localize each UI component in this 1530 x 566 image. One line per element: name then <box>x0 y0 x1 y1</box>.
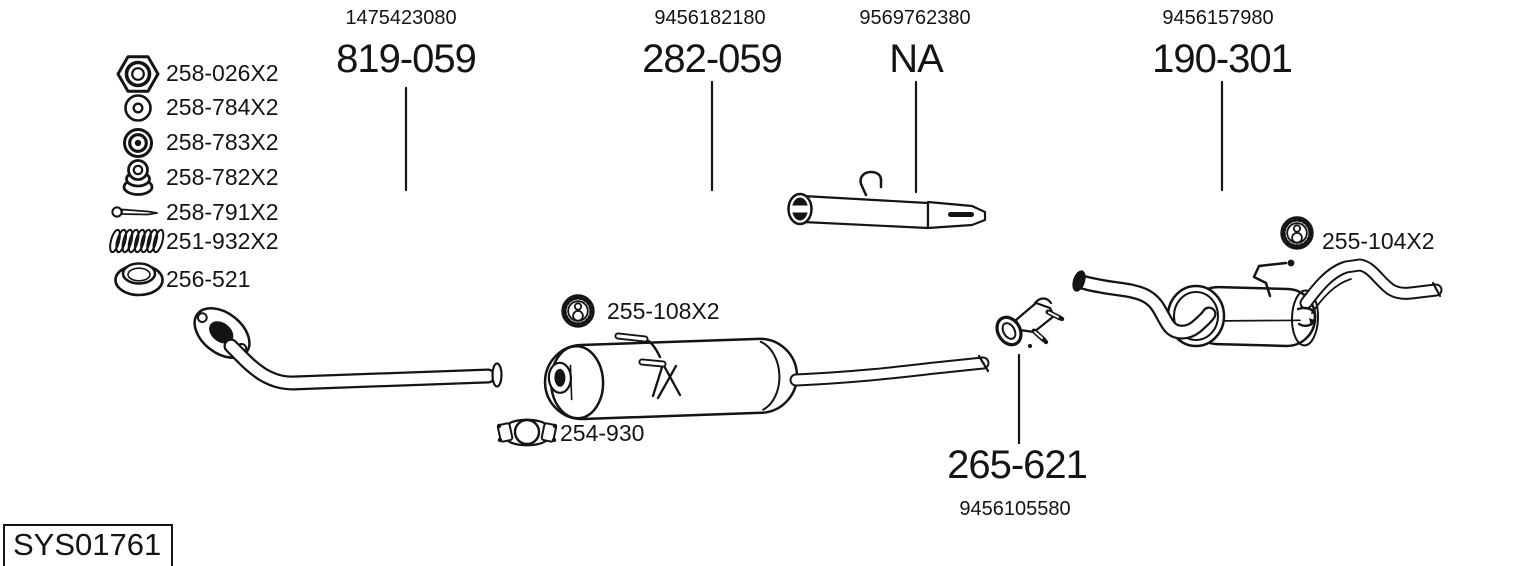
rear-hanger-mount-icon <box>1279 215 1315 251</box>
part-number-na: NA <box>889 37 944 81</box>
hardware-label: 258-784X2 <box>166 94 279 120</box>
rear-hanger-label: 255-104X2 <box>1322 228 1435 254</box>
bolt-icon <box>111 206 158 218</box>
mounting-bracket-265-621 <box>995 297 1065 348</box>
hardware-label: 251-932X2 <box>166 228 279 254</box>
bracket-ref-number: 9456105580 <box>959 498 1071 520</box>
hardware-label: 258-782X2 <box>166 164 279 190</box>
hex-nut-icon <box>116 55 160 93</box>
intermediate-pipe-na <box>787 170 987 230</box>
hardware-label: 258-791X2 <box>166 199 279 225</box>
hardware-label: 258-783X2 <box>166 129 279 155</box>
cup-washer-icon <box>123 128 153 158</box>
clamp-icon <box>496 418 558 447</box>
middle-silencer-282-059 <box>543 332 990 421</box>
gasket-ring-icon <box>114 262 164 297</box>
front-pipe-819-059 <box>193 306 503 391</box>
ref-number-819-059: 1475423080 <box>345 7 457 29</box>
clamp-label: 254-930 <box>560 420 645 446</box>
part-number-282-059: 282-059 <box>642 37 783 81</box>
system-code-box: SYS01761 <box>3 524 174 566</box>
hardware-label: 258-026X2 <box>166 60 279 86</box>
rear-silencer-190-301 <box>1072 258 1443 348</box>
ref-number-282-059: 9456182180 <box>654 7 766 29</box>
part-number-819-059: 819-059 <box>336 37 477 81</box>
hardware-label: 256-521 <box>166 266 251 292</box>
bracket-part-number: 265-621 <box>947 443 1088 487</box>
grommet-stack-icon <box>122 159 154 196</box>
middle-hanger-mount-icon <box>560 293 596 329</box>
ref-number-na: 9569762380 <box>859 7 971 29</box>
spring-icon <box>109 228 165 254</box>
system-code-text: SYS01761 <box>13 527 162 562</box>
middle-hanger-label: 255-108X2 <box>607 298 720 324</box>
part-number-190-301: 190-301 <box>1152 37 1293 81</box>
flat-washer-icon <box>124 94 152 122</box>
ref-number-190-301: 9456157980 <box>1162 7 1274 29</box>
leader-lines <box>404 80 1224 445</box>
